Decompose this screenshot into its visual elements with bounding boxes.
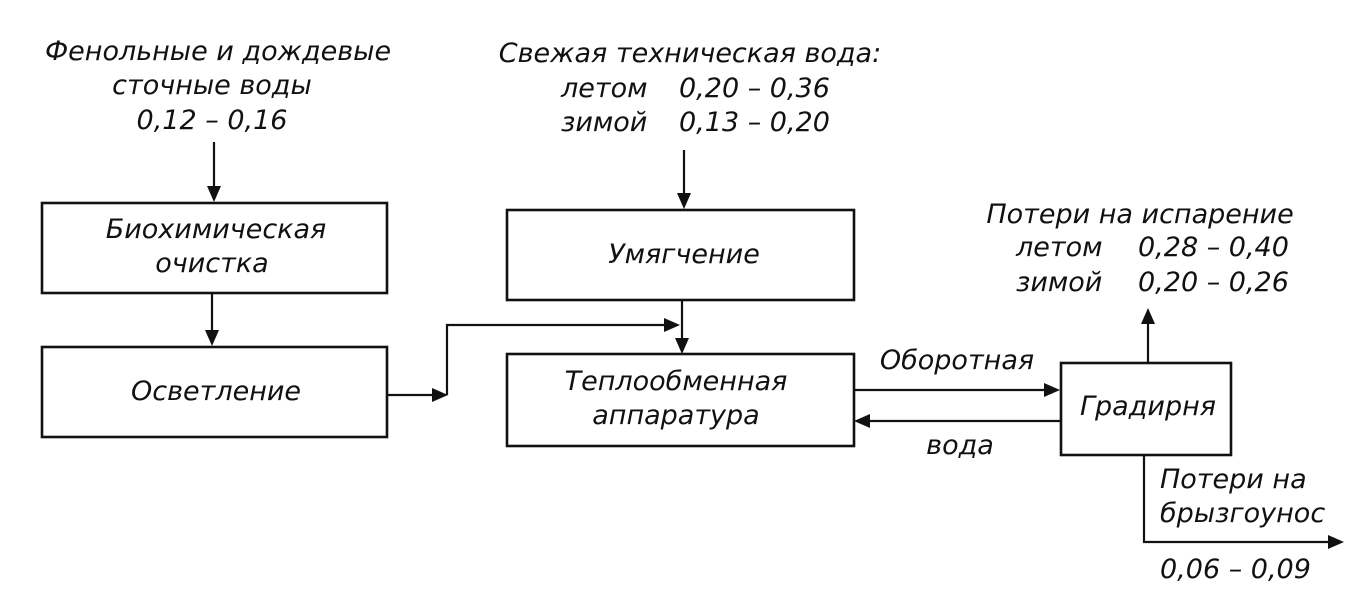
spray-loss-line2: брызгоунос: [1160, 498, 1325, 529]
phenolic-source-line1: Фенольные и дождевые: [45, 36, 391, 67]
recycle-out-arrowhead: [1044, 383, 1060, 397]
spray-loss-line: [1142, 455, 1330, 544]
spray-loss-value: 0,06 – 0,09: [1160, 554, 1311, 585]
cooling-tower-label: Градирня: [1080, 391, 1216, 422]
heat-exchange-line2: аппаратура: [592, 400, 759, 431]
heat-exchange-box: [505, 352, 856, 448]
phenolic-source-line2: сточные воды: [112, 70, 312, 101]
fresh-water-winter-value: 0,13 – 0,20: [679, 107, 830, 138]
evaporation-summer-label: летом: [1015, 232, 1102, 263]
phenolic-source-value: 0,12 – 0,16: [137, 105, 288, 136]
heat-exchange-line1: Теплообменная: [565, 366, 788, 397]
fresh-water-summer-label: летом: [560, 73, 647, 104]
clarification-out-arrowhead: [432, 388, 448, 402]
softening-to-heat-arrowhead: [675, 338, 689, 354]
biochem-to-clarification-arrowhead: [205, 330, 219, 346]
recycle-label-bottom: вода: [926, 430, 994, 461]
softening-box: [505, 208, 856, 302]
fresh-to-softening-arrowhead: [677, 193, 691, 209]
fresh-water-winter-label: зимой: [561, 107, 647, 138]
phenolic-to-biochem-arrowhead: [207, 186, 221, 202]
clarification-to-heat-route: [445, 323, 668, 395]
fresh-water-title: Свежая техническая вода:: [499, 38, 881, 69]
spray-loss-line1: Потери на: [1160, 464, 1307, 495]
fresh-water-summer-value: 0,20 – 0,36: [679, 73, 830, 104]
evaporation-summer-value: 0,28 – 0,40: [1138, 232, 1289, 263]
evaporation-winter-value: 0,20 – 0,26: [1138, 267, 1289, 298]
evaporation-arrowhead: [1141, 308, 1155, 324]
recycle-return-arrowhead: [854, 414, 870, 428]
evaporation-winter-label: зимой: [1016, 267, 1102, 298]
softening-label: Умягчение: [608, 239, 760, 270]
biochemical-treatment-line1: Биохимическая: [106, 214, 327, 245]
cooling-tower-box: [1059, 361, 1233, 457]
spray-loss-arrowhead: [1328, 535, 1344, 549]
evaporation-loss-title: Потери на испарение: [986, 199, 1293, 230]
clarification-label: Осветление: [131, 376, 301, 407]
clarification-box: [40, 345, 389, 439]
biochemical-treatment-box: [40, 201, 389, 295]
clarification-to-heat-arrowhead: [664, 318, 680, 332]
recycle-label-top: Оборотная: [880, 345, 1034, 376]
biochemical-treatment-line2: очистка: [155, 248, 268, 279]
